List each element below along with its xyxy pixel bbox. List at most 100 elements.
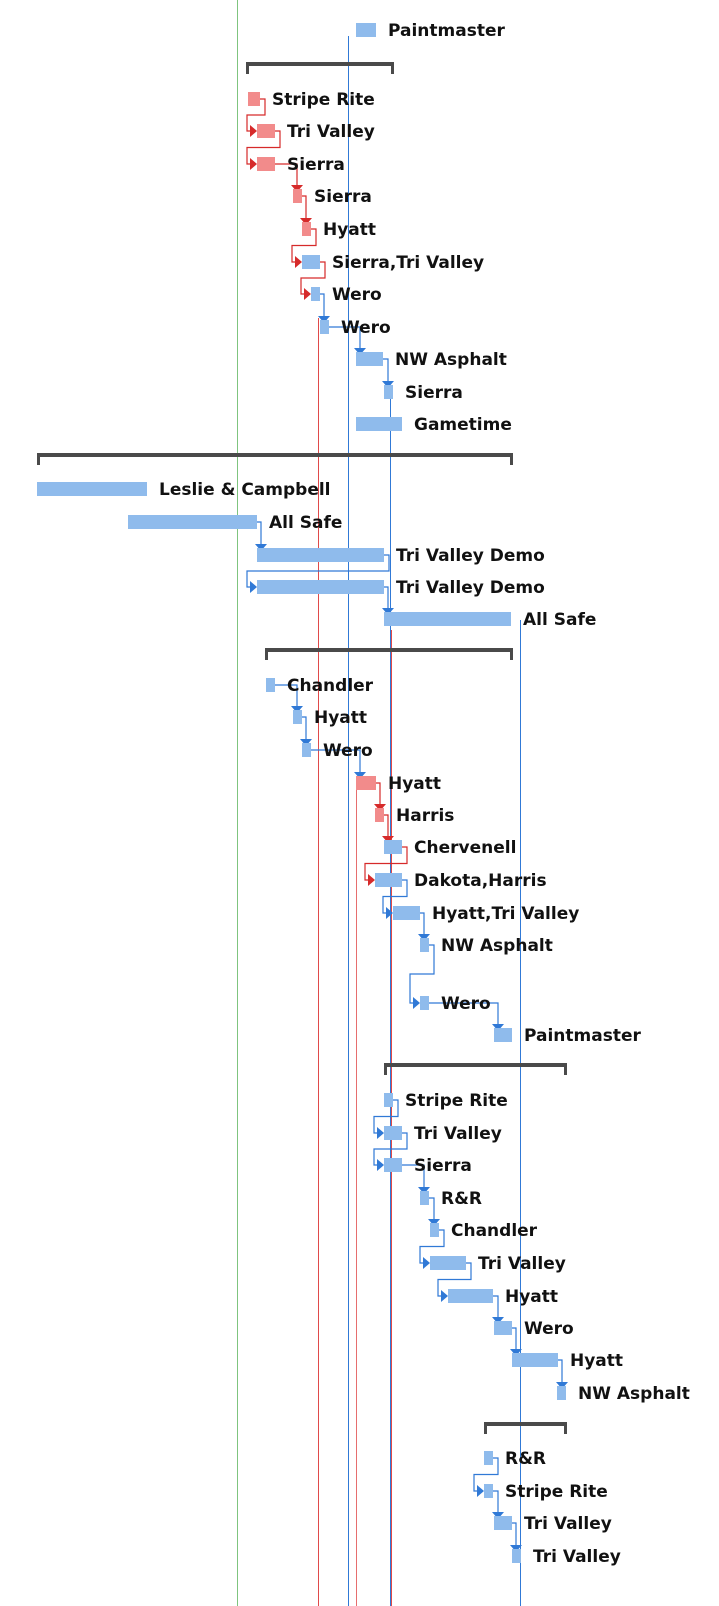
dependency-link [255,521,267,551]
dependency-link [382,586,394,615]
resource-label: Tri Valley [478,1254,566,1274]
summary-bar[interactable] [265,648,513,660]
resource-label: Hyatt [570,1351,623,1371]
task-bar[interactable] [37,482,147,496]
task-bar[interactable] [494,1516,512,1530]
task-bar[interactable] [311,287,320,301]
dependency-link [510,1522,522,1552]
task-bar[interactable] [484,1484,493,1498]
critical-dependency-link [364,846,408,886]
task-bar[interactable] [494,1028,512,1042]
resource-label: R&R [441,1189,482,1209]
resource-label: Hyatt,Tri Valley [432,904,579,924]
dependency-link [373,1099,399,1139]
task-bar[interactable] [420,938,429,952]
task-bar[interactable] [512,1549,521,1563]
task-bar[interactable] [384,1126,402,1140]
task-bar[interactable] [430,1256,466,1270]
task-bar[interactable] [494,1321,512,1335]
task-bar[interactable] [384,840,402,854]
resource-label: Leslie & Campbell [159,480,331,500]
resource-label: Tri Valley [533,1547,621,1567]
dependency-links [246,98,568,1552]
resource-label: Sierra [414,1156,472,1176]
resource-label: Stripe Rite [405,1091,508,1111]
dependency-link [492,1490,504,1519]
task-bar[interactable] [448,1289,493,1303]
task-bar[interactable] [420,996,429,1010]
task-bar[interactable] [266,678,275,692]
task-bar[interactable] [375,873,402,887]
resource-label: Chervenell [414,838,516,858]
dependency-link [275,684,303,713]
critical-task-bar[interactable] [257,124,275,138]
critical-task-bar[interactable] [356,776,376,790]
dependency-link [382,358,394,388]
resource-label: Tri Valley Demo [396,578,545,598]
task-bar[interactable] [430,1223,439,1237]
resource-label: Harris [396,806,454,826]
critical-task-bar[interactable] [257,157,275,171]
task-bar[interactable] [257,548,384,562]
dependency-link [382,879,408,919]
task-bar[interactable] [128,515,257,529]
dependency-link [429,1002,504,1031]
critical-dependency-link [300,195,312,225]
task-bar[interactable] [293,710,302,724]
summary-bar[interactable] [246,62,394,74]
resource-label: NW Asphalt [441,936,553,956]
critical-task-bar[interactable] [248,92,260,106]
task-bars [37,23,567,1563]
task-bar[interactable] [484,1451,493,1465]
task-bar[interactable] [393,906,420,920]
summary-bar[interactable] [484,1422,567,1434]
task-bar[interactable] [356,23,376,37]
critical-task-bar[interactable] [302,222,311,236]
resource-label: Stripe Rite [505,1482,608,1502]
task-bar[interactable] [302,743,311,757]
task-bar[interactable] [420,1191,429,1205]
dependency-link [311,749,366,779]
dependency-link [492,1295,504,1324]
task-bar[interactable] [384,1093,393,1107]
task-bar[interactable] [384,385,393,399]
resource-label: Wero [332,285,382,305]
task-bar[interactable] [384,612,511,626]
task-bar[interactable] [257,580,384,594]
critical-task-bar[interactable] [375,808,384,822]
dependency-link [418,912,430,941]
summary-bar[interactable] [37,453,513,465]
resource-label: R&R [505,1449,546,1469]
timeline-lines [237,0,521,1606]
resource-label: Stripe Rite [272,90,375,110]
resource-label: Paintmaster [524,1026,641,1046]
task-bar[interactable] [356,417,402,431]
resource-label: Paintmaster [388,21,505,41]
task-bar[interactable] [356,352,383,366]
critical-dependency-link [300,261,326,300]
dependency-link [329,326,366,355]
dependency-link [318,293,330,323]
task-bar[interactable] [320,320,329,334]
resource-label: Sierra [314,187,372,207]
task-bar[interactable] [384,1158,402,1172]
task-bar[interactable] [557,1386,566,1400]
dependency-link [556,1359,568,1389]
summary-bar[interactable] [384,1063,567,1075]
critical-dependency-link [291,228,317,268]
resource-label: Hyatt [388,774,441,794]
resource-label: All Safe [523,610,596,630]
dependency-link [300,716,312,746]
resource-label: Chandler [451,1221,538,1241]
task-bar[interactable] [302,255,320,269]
resource-label: Sierra [405,383,463,403]
dependency-link [419,1229,445,1269]
task-bar[interactable] [512,1353,558,1367]
resource-label: Tri Valley Demo [396,546,545,566]
resource-label: Hyatt [314,708,367,728]
dependency-link [473,1457,499,1497]
critical-task-bar[interactable] [293,189,302,203]
resource-label: Sierra [287,155,345,175]
resource-label: Dakota,Harris [414,871,547,891]
